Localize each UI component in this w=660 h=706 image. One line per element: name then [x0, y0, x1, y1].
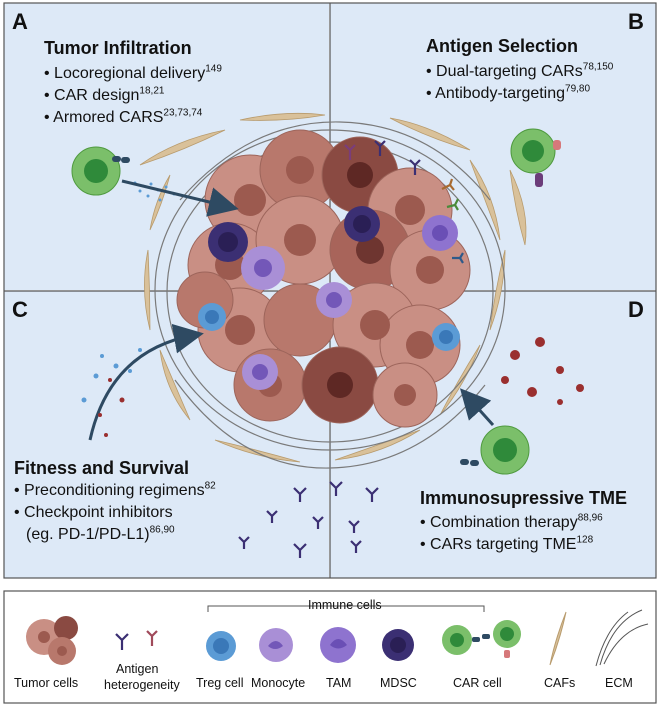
panel-c-particles [81, 323, 204, 441]
caf-cell [139, 129, 226, 166]
panel-b-item: • Dual-targeting CARs78,150 [426, 61, 614, 80]
panel-d-letter: D [628, 297, 644, 322]
panel-d-item: • Combination therapy88,96 [420, 512, 603, 531]
legend-tam-icon [320, 627, 356, 663]
panel-b-list: • Dual-targeting CARs78,150 • Antibody-t… [426, 61, 613, 105]
panel-c-item: (eg. PD-1/PD-L1)86,90 [26, 524, 175, 543]
ecm-fibers [154, 121, 506, 469]
caf-cell [389, 117, 471, 151]
legend-caf-icon [549, 611, 567, 666]
checkpoint-antibodies [238, 481, 379, 558]
panel-d-car-cell [459, 388, 530, 475]
legend-ecm-label: ECM [605, 676, 633, 690]
tumor-mass [176, 129, 471, 428]
legend-ecm-icon [595, 609, 649, 667]
panel-d-cytokines [501, 337, 584, 405]
panel-b-title: Antigen Selection [426, 36, 579, 56]
panel-a-item: • CAR design18,21 [44, 85, 165, 104]
legend [3, 590, 657, 704]
tme-arrow [459, 388, 495, 427]
caf-cell [214, 439, 301, 463]
legend-treg-icon [206, 631, 236, 661]
caf-cell [149, 174, 171, 231]
panel-d-list: • Combination therapy88,96 • CARs target… [420, 512, 603, 556]
panel-c-item: • Preconditioning regimens82 [14, 480, 216, 499]
legend-antigen-label-line1: Antigen [116, 662, 159, 676]
tumor-antigens [344, 140, 464, 264]
legend-mdsc-icon [382, 629, 414, 661]
panel-a-item: • Armored CARS23,73,74 [44, 107, 203, 126]
legend-tam-label: TAM [326, 676, 352, 690]
quadrant-panels [3, 2, 657, 579]
panel-c-letter: C [12, 297, 28, 322]
infiltration-arrow [121, 179, 239, 217]
panel-d-item: • CARs targeting TME128 [420, 534, 594, 553]
legend-mdsc-label: MDSC [380, 676, 417, 690]
legend-monocyte-label: Monocyte [251, 676, 306, 690]
legend-antigen-label-line2: heterogeneity [104, 678, 180, 692]
caf-cell [159, 349, 191, 421]
panel-a-item: • Locoregional delivery149 [44, 63, 222, 82]
legend-tumor-label: Tumor cells [14, 676, 79, 690]
legend-treg-label: Treg cell [196, 676, 244, 690]
legend-monocyte-icon [259, 628, 293, 662]
legend-tumor-icon [26, 616, 78, 665]
panel-a-title: Tumor Infiltration [44, 38, 192, 58]
immune-cells-in-tumor [198, 206, 460, 390]
caf-cell [144, 249, 151, 331]
panel-b-car-cell [510, 128, 561, 187]
panel-a-car-cell [71, 146, 239, 217]
caf-cell [509, 169, 527, 246]
panel-c-list: • Preconditioning regimens82 • Checkpoin… [14, 480, 216, 546]
panel-a-list: • Locoregional delivery149 • CAR design1… [44, 63, 222, 129]
caf-cell [469, 159, 501, 241]
caf-cell [239, 112, 326, 121]
legend-antigen-icon [115, 630, 158, 650]
panel-a-letter: A [12, 9, 28, 34]
panel-d-title: Immunosupressive TME [420, 488, 628, 508]
legend-caf-label: CAFs [544, 676, 576, 690]
legend-car-icon [442, 620, 521, 658]
legend-car-label: CAR cell [453, 676, 502, 690]
panel-c-item: • Checkpoint inhibitors [14, 504, 173, 521]
panel-c-title: Fitness and Survival [14, 458, 190, 478]
panel-b-item: • Antibody-targeting79,80 [426, 83, 591, 102]
caf-ring [139, 112, 527, 463]
fitness-arrow [88, 323, 204, 441]
legend-immune-title: Immune cells [308, 598, 382, 612]
panel-b-letter: B [628, 9, 644, 34]
